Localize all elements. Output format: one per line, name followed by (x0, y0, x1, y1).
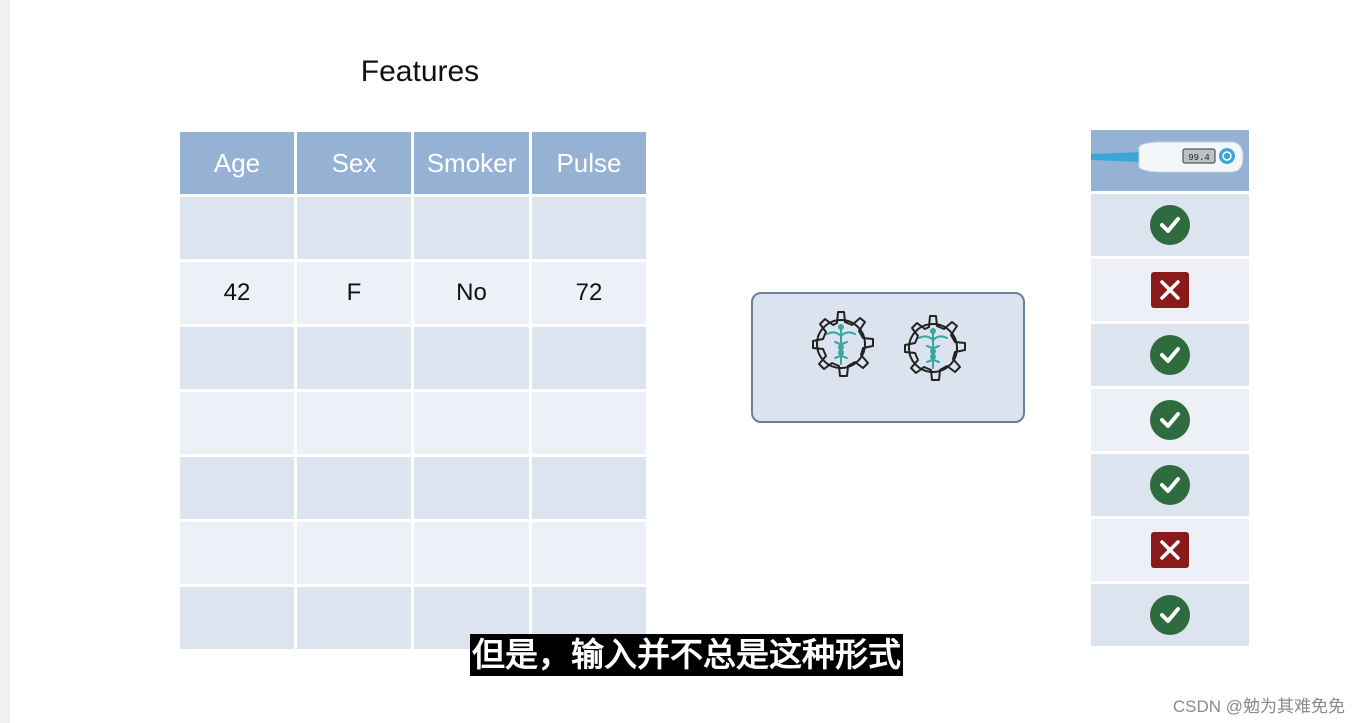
results-column: 99.4 (1091, 130, 1249, 646)
table-cell (180, 457, 294, 519)
table-cell-pulse: 72 (532, 262, 646, 324)
header-sex: Sex (297, 132, 411, 194)
thermometer-reading: 99.4 (1188, 153, 1210, 163)
features-table: Age Sex Smoker Pulse 42 F No 72 (180, 132, 646, 649)
header-age: Age (180, 132, 294, 194)
result-cell (1091, 194, 1249, 256)
model-box (751, 292, 1025, 423)
cross-icon (1151, 532, 1189, 568)
table-cell (297, 522, 411, 584)
table-cell (297, 587, 411, 649)
table-cell-smoker: No (414, 262, 529, 324)
result-cell (1091, 389, 1249, 451)
table-cell (532, 197, 646, 259)
table-cell (180, 587, 294, 649)
table-cell (414, 197, 529, 259)
video-subtitle: 但是，输入并不总是这种形式 (470, 634, 903, 676)
result-cell (1091, 454, 1249, 516)
table-cell (532, 392, 646, 454)
result-cell (1091, 324, 1249, 386)
table-cell (297, 327, 411, 389)
features-title: Features (360, 55, 480, 88)
result-cell (1091, 519, 1249, 581)
header-smoker: Smoker (414, 132, 529, 194)
table-cell (297, 197, 411, 259)
table-cell (414, 327, 529, 389)
medical-gears-icon (812, 311, 966, 381)
table-cell (180, 522, 294, 584)
check-icon (1150, 400, 1190, 440)
result-cell (1091, 584, 1249, 646)
result-cell (1091, 259, 1249, 321)
thermometer-icon: 99.4 (1091, 141, 1244, 173)
table-cell (414, 392, 529, 454)
table-cell (180, 327, 294, 389)
table-cell (532, 327, 646, 389)
table-cell (532, 522, 646, 584)
check-icon (1150, 335, 1190, 375)
table-cell (297, 392, 411, 454)
table-cell (414, 457, 529, 519)
table-cell (532, 457, 646, 519)
table-cell (297, 457, 411, 519)
check-icon (1150, 205, 1190, 245)
check-icon (1150, 595, 1190, 635)
watermark: CSDN @勉为其难免免 (1172, 697, 1345, 716)
thermometer-header: 99.4 (1091, 130, 1249, 191)
check-icon (1150, 465, 1190, 505)
table-cell (414, 522, 529, 584)
header-pulse: Pulse (532, 132, 646, 194)
table-cell (180, 392, 294, 454)
table-cell-sex: F (297, 262, 411, 324)
table-cell-age: 42 (180, 262, 294, 324)
cross-icon (1151, 272, 1189, 308)
table-cell (180, 197, 294, 259)
